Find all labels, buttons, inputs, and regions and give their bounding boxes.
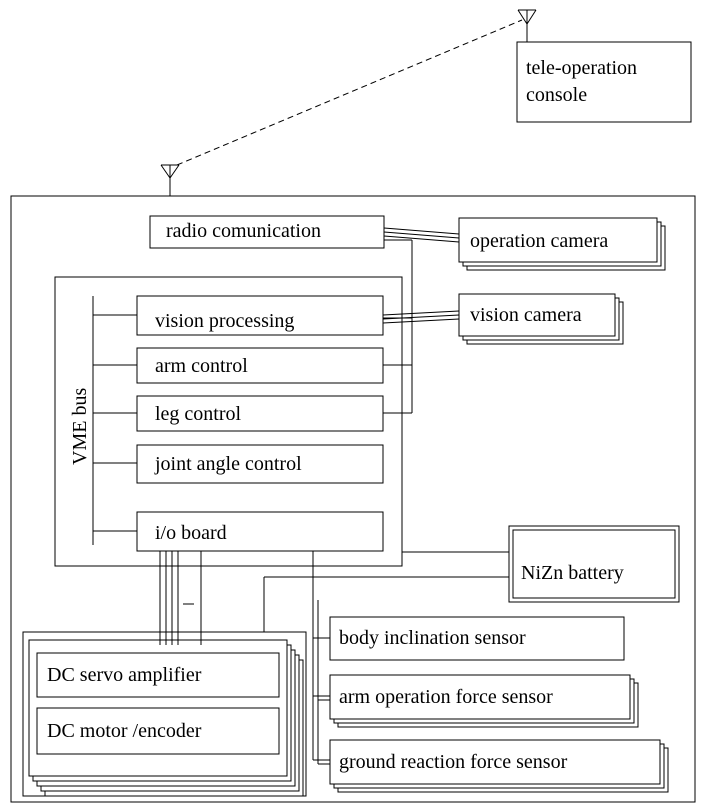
vme-enclosure [54, 276, 403, 567]
servo-amp-label: DC servo amplifier [47, 664, 202, 686]
ground-force-sensor-box [329, 739, 669, 793]
servo-amp-box [36, 652, 280, 698]
vision-processing-label: vision processing [155, 310, 295, 332]
radio-label: radio comunication [166, 220, 321, 242]
body-sensor-box [329, 616, 625, 661]
operation-camera-box [458, 217, 666, 271]
body-sensor-label: body inclination sensor [339, 627, 526, 649]
arm-control-label: arm control [155, 355, 248, 377]
arm-force-sensor-box [329, 674, 639, 728]
battery-box [508, 525, 680, 603]
leg-control-label: leg control [155, 403, 242, 425]
robot-antenna-icon [160, 164, 180, 196]
arm-force-sensor-label: arm operation force sensor [339, 686, 553, 708]
robot-frame [10, 195, 696, 803]
operation-camera-label: operation camera [470, 230, 609, 252]
battery-label: NiZn battery [521, 562, 624, 584]
console-box [516, 41, 692, 123]
motor-encoder-box [36, 707, 280, 755]
joint-angle-control-box [136, 444, 384, 484]
ground-force-sensor-label: ground reaction force sensor [339, 751, 568, 773]
vision-camera-label: vision camera [470, 304, 582, 326]
console-antenna-icon [517, 9, 537, 42]
joint-angle-control-label: joint angle control [155, 453, 302, 475]
radio-link-line [176, 19, 523, 166]
servo-enclosure [22, 631, 307, 797]
console-label-line1: tele-operation [526, 57, 638, 79]
vme-bus-label: VME bus [69, 387, 91, 465]
console-label-line2: console [526, 84, 588, 106]
motor-encoder-label: DC motor /encoder [47, 720, 202, 742]
vision-camera-box [458, 293, 624, 345]
io-board-label: i/o board [155, 522, 227, 544]
